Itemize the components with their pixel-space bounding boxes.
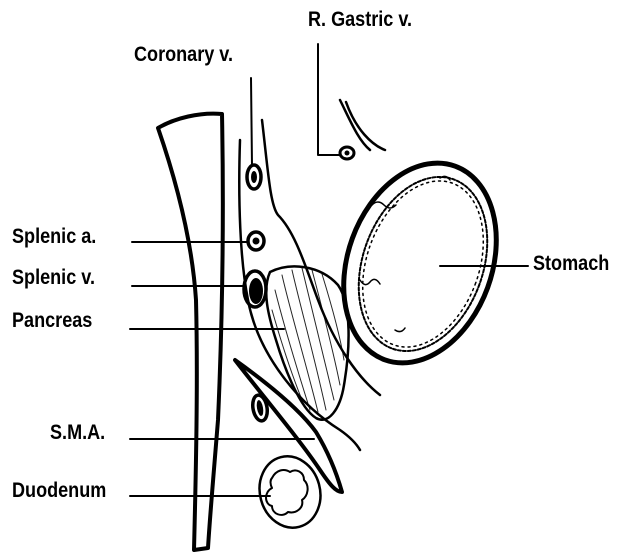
label-pancreas: Pancreas [12,310,92,331]
label-sma: S.M.A. [50,422,105,443]
label-right-gastric-vein: R. Gastric v. [308,9,412,30]
leader-rgastric [318,44,340,155]
label-coronary-vein: Coronary v. [134,44,233,65]
leader-coronary [251,78,252,166]
label-duodenum: Duodenum [12,480,106,501]
aorta-band [158,114,223,550]
label-stomach: Stomach [533,253,609,274]
duodenum-mucosa [266,470,308,515]
label-splenic-vein: Splenic v. [12,267,95,288]
label-splenic-artery: Splenic a. [12,226,96,247]
lesser-omentum [340,100,385,150]
